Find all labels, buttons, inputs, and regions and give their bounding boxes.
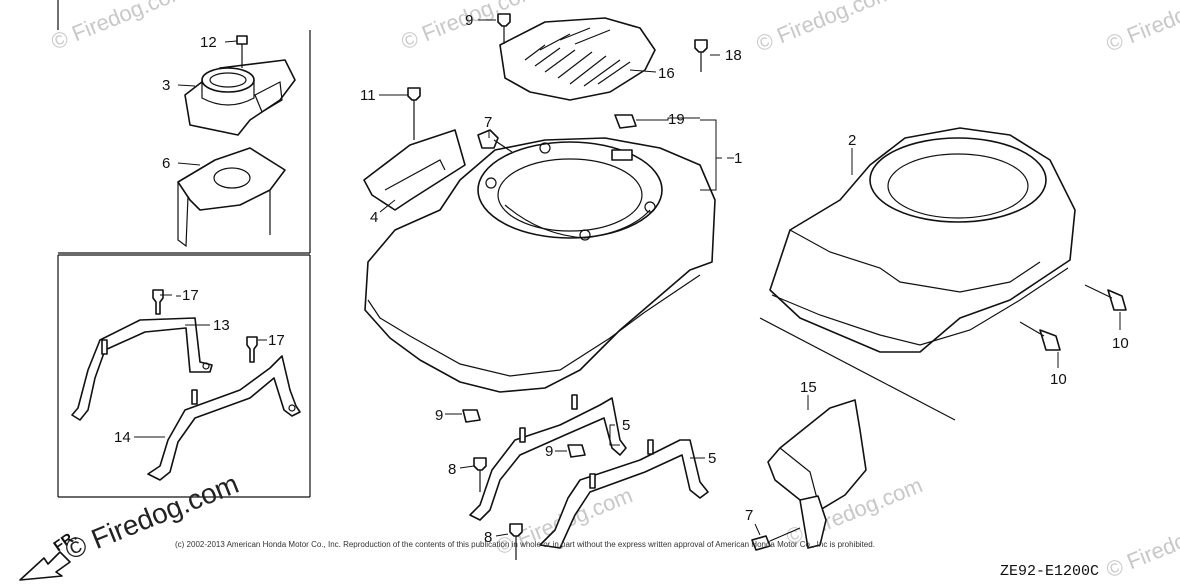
callout-18: 18 xyxy=(725,47,742,64)
callout-15: 15 xyxy=(800,379,817,396)
callout-8: 8 xyxy=(448,461,456,478)
callout-9: 9 xyxy=(435,407,443,424)
fan-cover-assembly xyxy=(363,87,716,393)
fan-cover-alt-assembly xyxy=(769,127,1127,353)
callout-10: 10 xyxy=(1050,371,1067,388)
callout-12: 12 xyxy=(200,34,217,51)
callout-4: 4 xyxy=(370,209,378,226)
footer-watermark: © Firedog.com xyxy=(61,468,243,566)
leader-lines xyxy=(134,19,1121,537)
callout-8: 8 xyxy=(484,529,492,546)
cover-brackets xyxy=(462,394,709,560)
shroud-assembly xyxy=(751,399,867,551)
diagram-code: ZE92-E1200C xyxy=(1000,563,1099,580)
watermark: © Firedog.com xyxy=(48,0,191,55)
callout-11: 11 xyxy=(360,87,376,104)
callout-1: 1 xyxy=(734,150,742,167)
callout-16: 16 xyxy=(658,65,675,82)
callout-10: 10 xyxy=(1112,335,1129,352)
callout-17: 17 xyxy=(268,332,285,349)
watermark: © Firedog.com xyxy=(1103,505,1180,582)
callout-6: 6 xyxy=(162,155,170,172)
fan-guard-assembly xyxy=(497,13,708,129)
callout-7: 7 xyxy=(484,114,492,131)
callout-7: 7 xyxy=(745,507,753,524)
front-arrow-icon xyxy=(19,551,71,581)
copyright-notice: (c) 2002-2013 American Honda Motor Co., … xyxy=(175,540,875,549)
callout-13: 13 xyxy=(213,317,230,334)
watermark: © Firedog.com xyxy=(753,0,896,57)
callout-5: 5 xyxy=(708,450,716,467)
callout-17: 17 xyxy=(182,287,199,304)
callout-labels: 12 3 6 17 13 17 14 11 4 7 1 9 18 16 19 2… xyxy=(114,12,1129,546)
watermark: © Firedog.com xyxy=(1103,0,1180,57)
callout-5: 5 xyxy=(622,417,630,434)
callout-2: 2 xyxy=(848,132,856,149)
section-frames xyxy=(57,0,956,498)
mounting-brackets xyxy=(71,289,301,481)
callout-9: 9 xyxy=(465,12,473,29)
callout-14: 14 xyxy=(114,429,131,446)
callout-3: 3 xyxy=(162,77,170,94)
air-guide-assembly xyxy=(177,35,296,248)
callout-9: 9 xyxy=(545,443,553,460)
callout-19: 19 xyxy=(668,111,685,128)
